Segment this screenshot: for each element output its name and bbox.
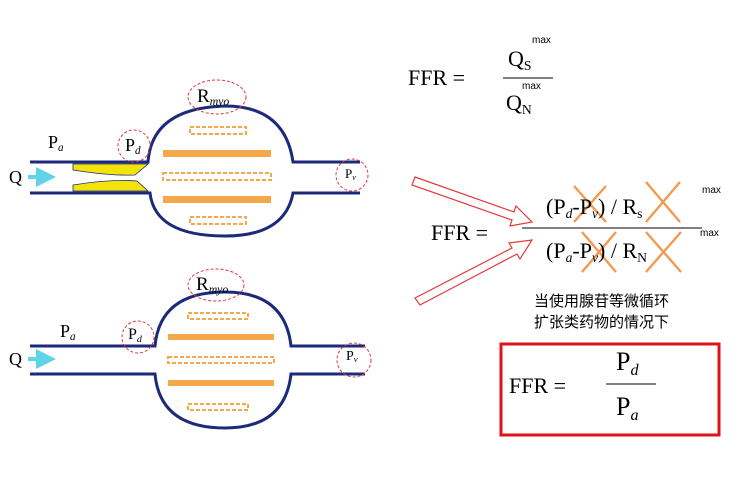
circle-bottom-pd [121, 320, 155, 354]
vessel-top-lower-wall [30, 191, 360, 238]
vessel-top-upper-wall [30, 104, 360, 164]
stenosis-plaque-upper [72, 163, 150, 176]
label-top-pv: Pv [345, 166, 356, 183]
label-top-flow: Q [9, 167, 22, 187]
microcirculation-bars-top [162, 126, 272, 225]
circle-bottom-pv [336, 342, 372, 378]
circle-top-pd [117, 129, 151, 163]
cross-out-den-rn-b [645, 231, 682, 273]
micro-bar [168, 380, 274, 386]
cross-out-num-rs-b [645, 181, 681, 223]
circle-top-pv [335, 158, 369, 192]
microcirculation-bars-bottom [167, 312, 275, 411]
micro-bar [163, 150, 271, 157]
circle-top-rmyo [187, 79, 247, 115]
formula1-num-sup: max [532, 35, 551, 46]
highlight-box [499, 342, 721, 437]
label-bottom-pa: Pa [60, 321, 76, 344]
circle-bottom-rmyo [187, 268, 245, 302]
formula3-numerator: Pd [616, 347, 639, 379]
red-outline-arrow-lower [414, 239, 534, 306]
label-bottom-pv: Pv [346, 349, 358, 365]
note-line-2: 扩张类药物的情况下 [534, 314, 670, 331]
label-top-pd: Pd [125, 135, 141, 158]
red-outline-arrow-upper [411, 176, 534, 227]
micro-bar [189, 216, 247, 225]
micro-bar [189, 126, 247, 135]
stenosis-plaque-lower [72, 180, 150, 192]
formula1-den-sup: max [522, 81, 541, 92]
formula2-lhs: FFR = [431, 220, 489, 245]
formula2-den-sup: max [700, 228, 719, 239]
formula1-numerator: QS [508, 46, 532, 73]
note-line-1: 当使用腺苷等微循环 [534, 293, 670, 310]
vessel-bottom-upper-wall [30, 290, 365, 348]
vessel-bottom-lower-wall [30, 372, 365, 430]
micro-bar [163, 196, 271, 203]
formula2-num-sup: max [702, 185, 721, 196]
micro-bar [162, 172, 272, 181]
label-top-pa: Pa [48, 132, 64, 155]
formula2-numerator: (Pd-Pv) / Rs [546, 194, 643, 221]
vessel-bottom [28, 268, 372, 430]
micro-bar [187, 403, 249, 411]
micro-bar [167, 356, 275, 364]
cross-out-marks [573, 181, 682, 273]
micro-bar [187, 312, 249, 320]
cross-out-den-pv-b [581, 231, 617, 273]
formula3-lhs: FFR = [509, 373, 567, 398]
formula2-denominator: (Pa-Pv) / RN [546, 238, 647, 265]
cross-out-num-pv-b [573, 185, 607, 223]
label-bottom-rmyo: Rmyo [196, 274, 229, 297]
vessel-top [28, 79, 369, 238]
label-bottom-pd: Pd [128, 326, 142, 345]
label-top-rmyo: Rmyo [197, 86, 230, 109]
micro-bar [168, 334, 274, 340]
formula1-lhs: FFR = [408, 65, 466, 90]
formula1-denominator: QN [506, 90, 532, 117]
formula3-denominator: Pa [616, 392, 639, 424]
label-bottom-flow: Q [9, 349, 22, 369]
